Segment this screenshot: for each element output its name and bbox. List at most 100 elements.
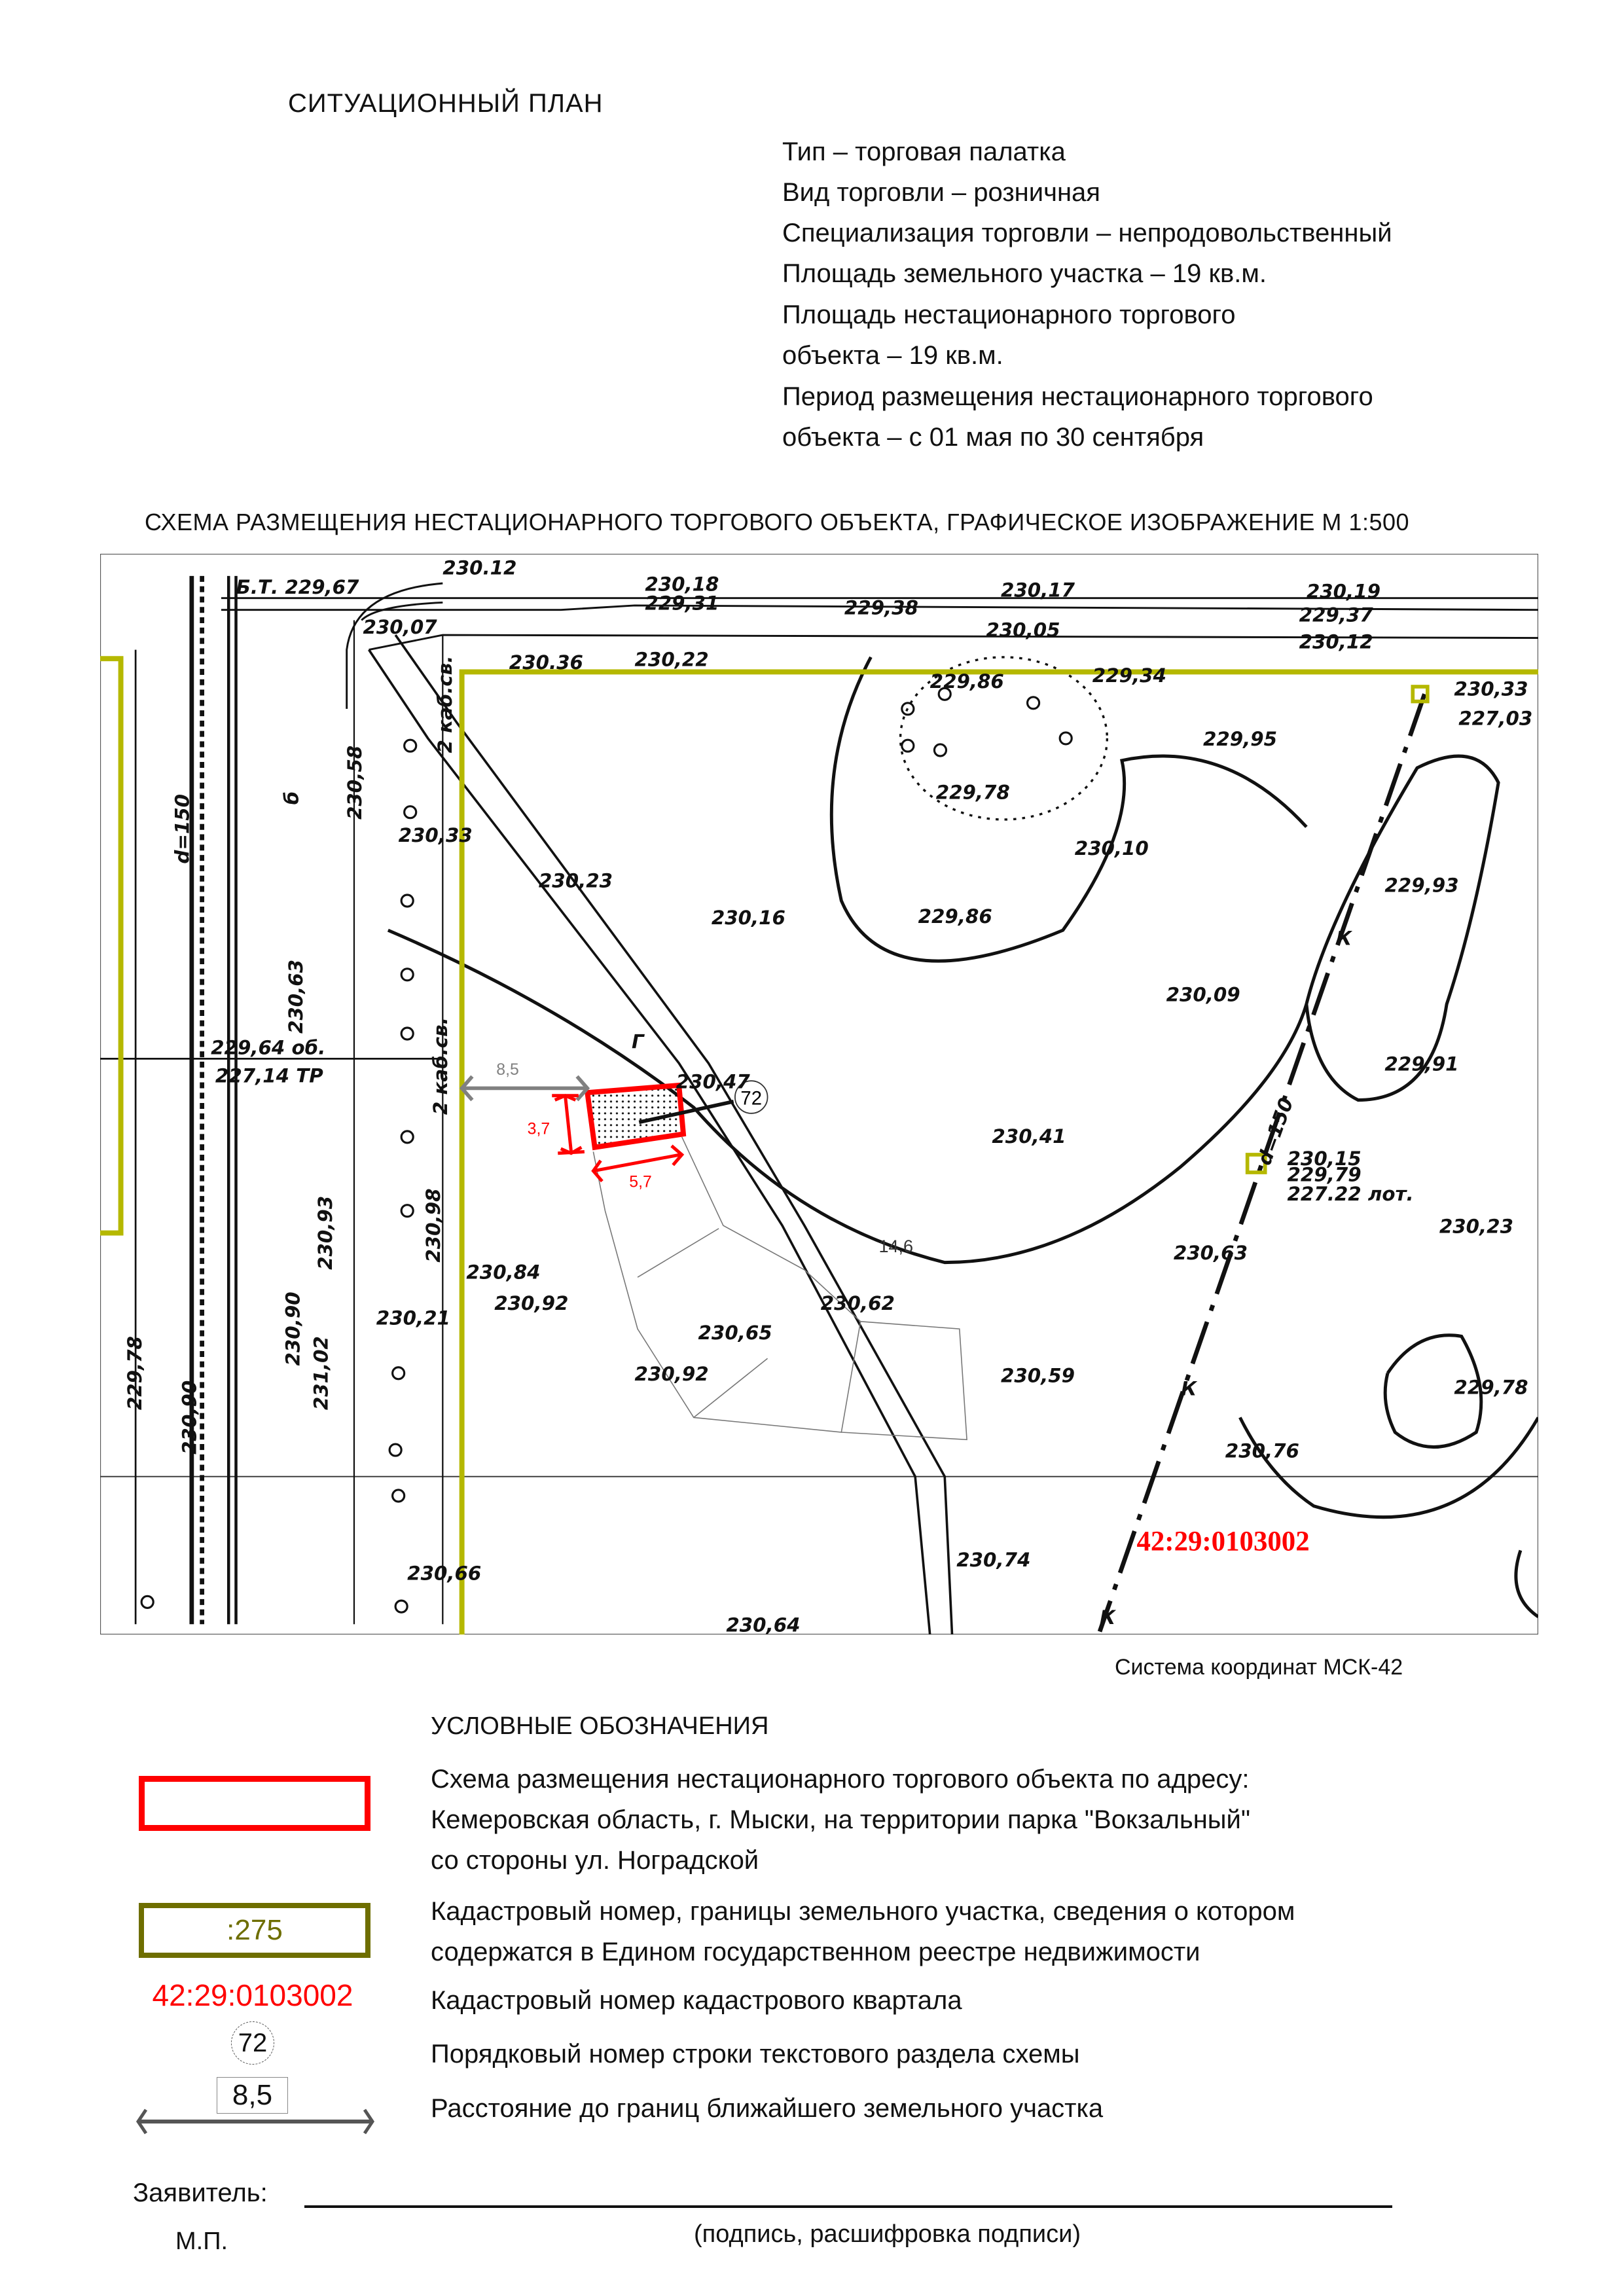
- info-line: Специализация торговли – непродовольстве…: [782, 219, 1392, 247]
- extra-distance-label: 14,6: [878, 1237, 913, 1256]
- spot-height: 230,41: [992, 1125, 1066, 1148]
- cable-label: 2 каб.св.: [429, 1017, 452, 1115]
- spot-height: 229,34: [1092, 664, 1166, 687]
- vertical-height: 230,93: [314, 1196, 336, 1270]
- tree-group-boundary: [899, 656, 1109, 821]
- signature-line[interactable]: [304, 2205, 1392, 2208]
- vertical-height: 230,63: [285, 960, 307, 1034]
- signature-hint: (подпись, расшифровка подписи): [694, 2220, 1081, 2248]
- applicant-label: Заявитель:: [133, 2178, 268, 2207]
- spot-height: 230,07: [363, 616, 438, 638]
- spot-height: 229,95: [1203, 728, 1277, 750]
- neighbour-parcels: [592, 1136, 967, 1441]
- info-line: Площадь земельного участка – 19 кв.м.: [782, 259, 1267, 288]
- spot-height: Б.Т. 229,67: [236, 576, 360, 598]
- spot-height: 230,09: [1166, 983, 1240, 1005]
- legend-text: Схема размещения нестационарного торгово…: [431, 1765, 1250, 1794]
- info-line: Период размещения нестационарного торгов…: [782, 382, 1373, 411]
- spot-height: 230,16: [712, 907, 785, 929]
- info-line: Тип – торговая палатка: [782, 137, 1066, 166]
- line-mark: Г: [632, 1031, 645, 1053]
- dimension-arrows: [552, 1094, 685, 1183]
- spot-height: 229,79: [1288, 1164, 1362, 1186]
- legend-text: Порядковый номер строки текстового разде…: [431, 2040, 1080, 2069]
- legend-text: содержатся в Едином государственном реес…: [431, 1938, 1200, 1966]
- length-label: 5,7: [629, 1174, 651, 1191]
- info-line: Площадь нестационарного торгового: [782, 300, 1236, 329]
- spot-height: 230,66: [407, 1563, 481, 1585]
- spot-height: 229,93: [1384, 875, 1458, 897]
- spot-height: 230,74: [956, 1549, 1030, 1571]
- legend-parcel-symbol: :275: [139, 1903, 370, 1958]
- spot-height: 230,17: [1001, 579, 1075, 601]
- spot-height: 230,15: [1288, 1148, 1362, 1170]
- spot-height: 230.36: [509, 651, 583, 674]
- info-line: объекта – с 01 мая по 30 сентября: [782, 423, 1204, 452]
- legend-row-number-symbol: 72: [231, 2021, 274, 2065]
- line-mark: К: [1100, 1606, 1117, 1629]
- object-number-circle: [734, 1080, 768, 1114]
- utility-lines: [100, 575, 444, 1625]
- object-number: 72: [740, 1087, 762, 1109]
- line-mark: К: [1336, 928, 1353, 950]
- spot-height: 230,92: [635, 1363, 709, 1385]
- spot-height: 230,92: [494, 1292, 568, 1314]
- spot-height: 229,86: [930, 670, 1004, 693]
- cable-label: 2 каб.св.: [434, 656, 456, 753]
- vertical-height: 230,98: [422, 1189, 444, 1263]
- cable-line: [1097, 693, 1427, 1633]
- parcel-boundary: [100, 656, 1538, 1635]
- vertical-height: 231,02: [310, 1336, 332, 1410]
- spot-height: 230,12: [1299, 630, 1373, 653]
- legend-text: Расстояние до границ ближайшего земельно…: [431, 2094, 1104, 2123]
- spot-height: 230,64: [726, 1614, 800, 1635]
- info-line: объекта – 19 кв.м.: [782, 341, 1003, 370]
- distance-label: 8,5: [496, 1061, 518, 1079]
- spot-height: 230,18: [645, 573, 719, 595]
- vertical-height: 229,78: [124, 1336, 146, 1410]
- line-mark: К: [1181, 1378, 1198, 1400]
- spot-height: 229,91: [1384, 1053, 1458, 1075]
- legend-title: УСЛОВНЫЕ ОБОЗНАЧЕНИЯ: [431, 1712, 769, 1740]
- spot-height: 230,63: [1174, 1242, 1248, 1264]
- spot-height: 230,10: [1075, 837, 1149, 859]
- legend-object-symbol: [139, 1776, 370, 1831]
- legend-text: со стороны ул. Ноградской: [431, 1846, 759, 1875]
- scheme-caption: СХЕМА РАЗМЕЩЕНИЯ НЕСТАЦИОНАРНОГО ТОРГОВО…: [145, 509, 1410, 535]
- spot-height: 230,22: [635, 648, 709, 670]
- info-line: Вид торговли – розничная: [782, 178, 1100, 207]
- legend-quarter-symbol: 42:29:0103002: [152, 1978, 353, 2012]
- spot-height: 227.22 лот.: [1288, 1183, 1414, 1205]
- width-label: 3,7: [528, 1120, 550, 1138]
- spot-height: 230.12: [442, 557, 516, 579]
- spot-height: 229,38: [844, 596, 918, 619]
- line-marks: К К К Г 229,64 об. 227,14 ТР: [211, 928, 1353, 1629]
- vertical-height: 230,58: [344, 746, 366, 820]
- spot-height: 230,19: [1307, 581, 1380, 603]
- pipe-label: d=150: [171, 794, 193, 864]
- spot-height: 229,37: [1299, 604, 1374, 626]
- spot-height: 230,84: [466, 1261, 540, 1283]
- spot-height: 229,31: [645, 592, 719, 615]
- page-title: СИТУАЦИОННЫЙ ПЛАН: [288, 89, 604, 118]
- spot-height: 230,59: [1001, 1364, 1075, 1386]
- map-label: 229,64 об.: [211, 1037, 325, 1059]
- legend-text: Кадастровый номер, границы земельного уч…: [431, 1897, 1295, 1926]
- coordinate-system: Система координат МСК-42: [1115, 1655, 1403, 1680]
- spot-height: 230,05: [986, 619, 1060, 641]
- spot-height: 230,23: [1439, 1216, 1513, 1238]
- legend-distance-arrow: [135, 2108, 375, 2135]
- spot-height: 230,65: [698, 1322, 772, 1344]
- spot-height: 230,23: [539, 870, 613, 892]
- legend-text: Кемеровская область, г. Мыски, на террит…: [431, 1805, 1251, 1834]
- spot-height: 230,47: [676, 1070, 751, 1093]
- trade-object-outline: [584, 1082, 687, 1151]
- legend-text: Кадастровый номер кадастрового квартала: [431, 1986, 962, 2015]
- tree-markers: [140, 687, 1073, 1614]
- distance-arrow: [459, 1075, 590, 1102]
- map-label: 227,14 ТР: [215, 1064, 323, 1087]
- cadastral-quarter-label: 42:29:0103002: [1136, 1526, 1309, 1557]
- spot-height: 229,78: [936, 781, 1010, 803]
- spot-height: 227,03: [1458, 708, 1532, 730]
- legend-distance-value: 8,5: [217, 2077, 288, 2114]
